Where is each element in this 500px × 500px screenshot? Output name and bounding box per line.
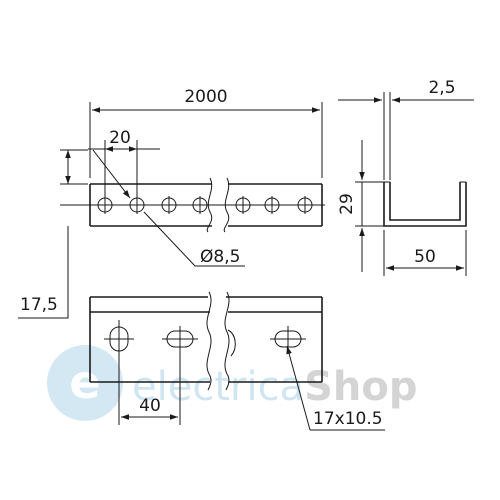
dim-thickness: 2,5 <box>338 78 474 180</box>
dim-hole-diameter-label: Ø8,5 <box>200 247 240 267</box>
dim-slot-size: 17x10.5 <box>286 345 385 431</box>
dim-width: 50 <box>383 230 467 276</box>
watermark-brand-part1: electrica <box>132 364 304 410</box>
dim-length: 2000 <box>89 87 323 178</box>
watermark-brand: electricaShop <box>132 364 417 410</box>
dim-edge-offset: 17,5 <box>18 149 88 319</box>
dim-slot-size-label: 17x10.5 <box>313 409 383 429</box>
dim-thickness-label: 2,5 <box>428 78 455 98</box>
dim-hole-pitch-label: 20 <box>109 128 131 148</box>
dim-length-label: 2000 <box>184 87 227 107</box>
cross-section <box>383 181 467 227</box>
dim-hole-diameter: Ø8,5 <box>92 149 245 267</box>
dim-height: 29 <box>337 140 384 272</box>
watermark-logo-circle <box>47 345 123 421</box>
dim-width-label: 50 <box>414 247 436 267</box>
top-view <box>60 177 325 233</box>
dim-slot-pitch-label: 40 <box>139 396 161 416</box>
watermark-brand-part2: Shop <box>304 364 417 410</box>
dim-edge-offset-label: 17,5 <box>20 295 58 315</box>
watermark: e electricaShop <box>47 345 417 421</box>
dim-height-label: 29 <box>337 193 357 215</box>
dim-hole-pitch: 20 <box>88 128 160 196</box>
dim-slot-pitch: 40 <box>118 352 181 425</box>
